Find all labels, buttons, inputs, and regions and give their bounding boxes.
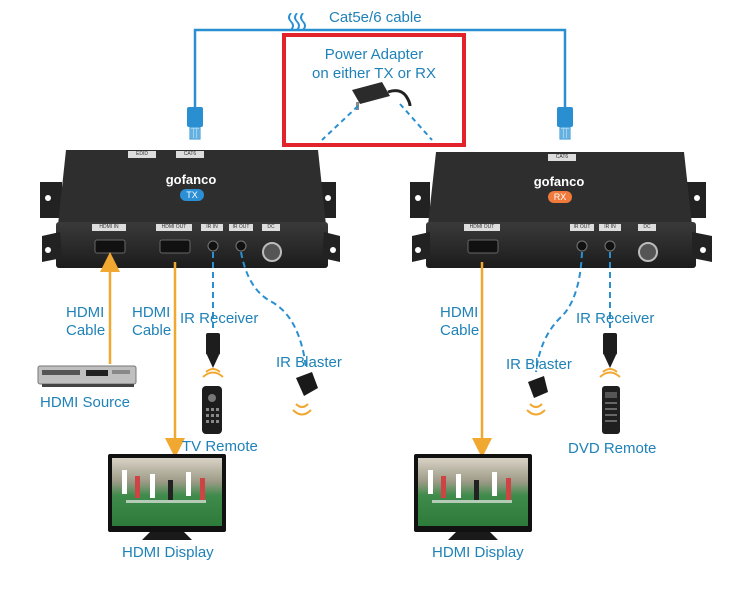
rx-ir-out-jack [576, 240, 588, 252]
rx-ir-receiver-icon [603, 333, 617, 368]
rx-brand-logo: gofanco [533, 174, 585, 189]
power-adapter-line2: on either TX or RX [312, 65, 436, 82]
tx-brand-logo: gofanco [165, 172, 217, 187]
power-adapter-highlight: Power Adapter on either TX or RX [282, 33, 466, 147]
tx-front-label-ir-out: IR OUT [229, 224, 253, 231]
rx-front-label-hdmi-out: HDMI OUT [464, 224, 500, 231]
hdmi-source-player [37, 365, 137, 387]
tx-badge: TX [180, 189, 204, 201]
rx-extender [410, 152, 712, 268]
tx-extender [40, 150, 340, 268]
rj45-plug-rx-icon [557, 107, 573, 140]
tx-front-label-dc: DC [262, 224, 280, 231]
hdmi-source-label: HDMI Source [40, 394, 131, 411]
left-hdmi-display [108, 454, 226, 540]
rx-dc-jack [638, 242, 658, 262]
tx-port-label-cat6: CAT6 [176, 151, 204, 158]
tx-ir-blaster-label: IR Blaster [276, 354, 342, 371]
power-adapter-line1: Power Adapter [324, 46, 424, 63]
hdmi-cable-tx-line2: Cable [132, 322, 172, 339]
rx-front-label-dc: DC [638, 224, 656, 231]
rx-ir-receiver-label: IR Receiver [576, 310, 655, 327]
hdmi-cable-rx-line2: Cable [440, 322, 480, 339]
signal-waves-icon [288, 12, 306, 31]
tx-ir-blaster-wire [240, 251, 307, 369]
tx-ir-receiver-label: IR Receiver [180, 310, 259, 327]
dvd-remote-label: DVD Remote [568, 440, 657, 457]
rx-ir-blaster-icon [526, 376, 548, 416]
dvd-remote-icon [599, 368, 621, 434]
tx-ir-receiver-icon [206, 333, 220, 368]
tx-ir-in-jack [207, 240, 219, 252]
rx-ir-in-jack [604, 240, 616, 252]
right-hdmi-display-label: HDMI Display [432, 544, 524, 561]
tx-port-label-edid: EDID [128, 151, 156, 158]
hdmi-cable-tx-line1: HDMI [132, 304, 171, 321]
rx-ir-blaster-wire [535, 251, 583, 373]
hdmi-cable-source-line1: HDMI [66, 304, 105, 321]
tv-remote-icon [202, 368, 224, 434]
tx-dc-jack [262, 242, 282, 262]
cat6-cable [193, 28, 567, 107]
tx-front-label-ir-in: IR IN [201, 224, 223, 231]
rx-front-label-ir-in: IR IN [599, 224, 621, 231]
tx-hdmi-in-port [94, 239, 126, 254]
hdmi-cable-label-source: HDMI Cable [66, 304, 105, 340]
tx-ir-blaster-icon [292, 372, 318, 416]
rx-badge: RX [548, 191, 572, 203]
hdmi-cable-label-rx-display: HDMI Cable [440, 304, 479, 340]
rx-ir-blaster-label: IR Blaster [506, 356, 572, 373]
hdmi-cable-label-tx-display: HDMI Cable [132, 304, 171, 340]
tx-hdmi-out-port [159, 239, 191, 254]
tx-front-label-hdmi-out: HDMI OUT [156, 224, 192, 231]
power-adapter-label: Power Adapter on either TX or RX [286, 45, 462, 83]
left-hdmi-display-label: HDMI Display [122, 544, 214, 561]
rx-port-label-cat6: CAT6 [548, 154, 576, 161]
power-adapter-icon [321, 82, 433, 141]
rx-hdmi-out-port [467, 239, 499, 254]
tx-front-label-hdmi-in: HDMI IN [92, 224, 126, 231]
rx-front-label-ir-out: IR OUT [570, 224, 594, 231]
rj45-plug-tx-icon [187, 107, 203, 140]
hdmi-cable-source-line2: Cable [66, 322, 106, 339]
right-hdmi-display [414, 454, 532, 540]
cable-label: Cat5e/6 cable [329, 9, 422, 26]
hdmi-cable-rx-line1: HDMI [440, 304, 479, 321]
tv-remote-label: TV Remote [182, 438, 258, 455]
tx-ir-out-jack [235, 240, 247, 252]
